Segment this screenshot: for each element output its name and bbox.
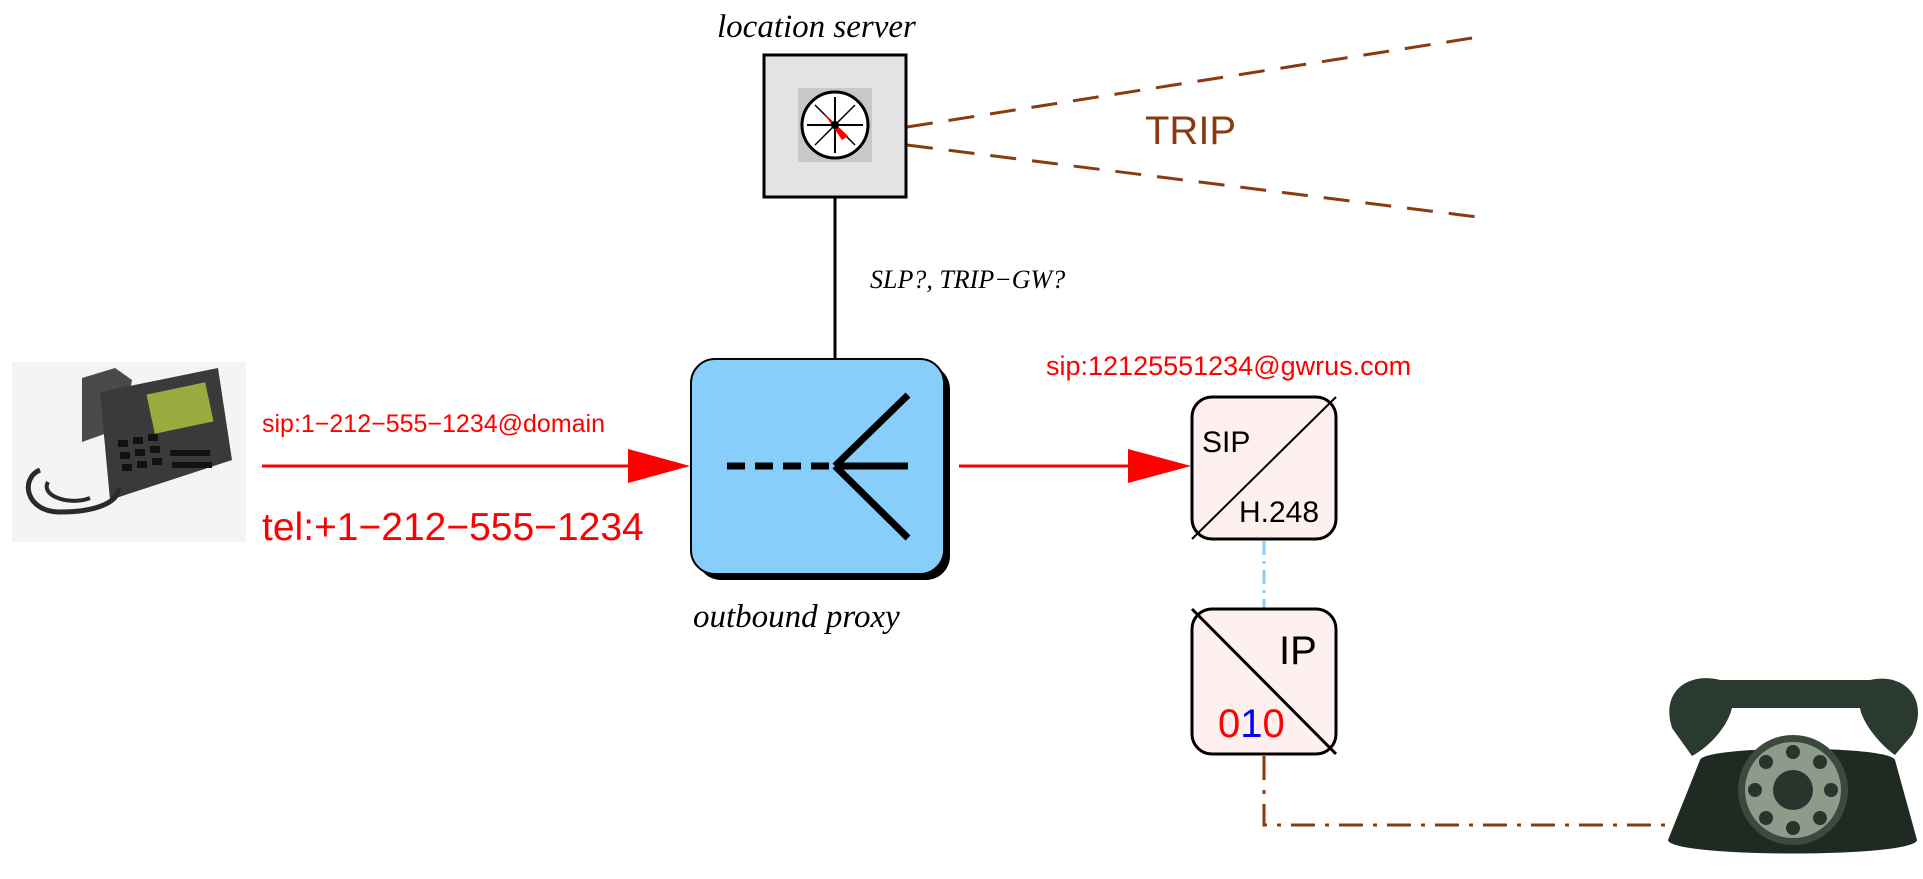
sip-uri-domain-label: sip:1−212−555−1234@domain <box>262 410 605 438</box>
compass-icon <box>798 88 872 162</box>
location-server[interactable] <box>762 53 908 199</box>
trip-line-lower <box>906 143 1486 220</box>
trip-label: TRIP <box>1145 109 1236 153</box>
outbound-proxy-label: outbound proxy <box>693 599 900 635</box>
gateway-sip-label: SIP <box>1202 426 1250 459</box>
trip-line-upper <box>906 34 1486 129</box>
rotary-phone-icon[interactable] <box>1668 678 1918 854</box>
outbound-proxy[interactable] <box>690 358 950 580</box>
gateway-h248-label: H.248 <box>1239 496 1319 529</box>
sip-uri-gw-label: sip:12125551234@gwrus.com <box>1046 351 1411 381</box>
proxy-gateway-arrowhead <box>1128 449 1191 483</box>
ip-desk-phone-icon[interactable] <box>12 362 246 542</box>
fork-icon <box>727 392 911 541</box>
slp-trip-gw-label: SLP?, TRIP−GW? <box>870 265 1065 294</box>
location-server-label: location server <box>717 9 916 45</box>
sip-h248-gateway[interactable]: SIP H.248 <box>1190 395 1338 541</box>
caller-proxy-arrowhead <box>628 449 690 483</box>
media-gateway[interactable]: IP 010 <box>1190 607 1338 756</box>
media-gw-ip-label: IP <box>1279 629 1317 673</box>
tel-uri-label: tel:+1−212−555−1234 <box>262 506 644 549</box>
media-gw-digits: 010 <box>1218 702 1285 746</box>
pstn-link <box>1262 756 1672 827</box>
